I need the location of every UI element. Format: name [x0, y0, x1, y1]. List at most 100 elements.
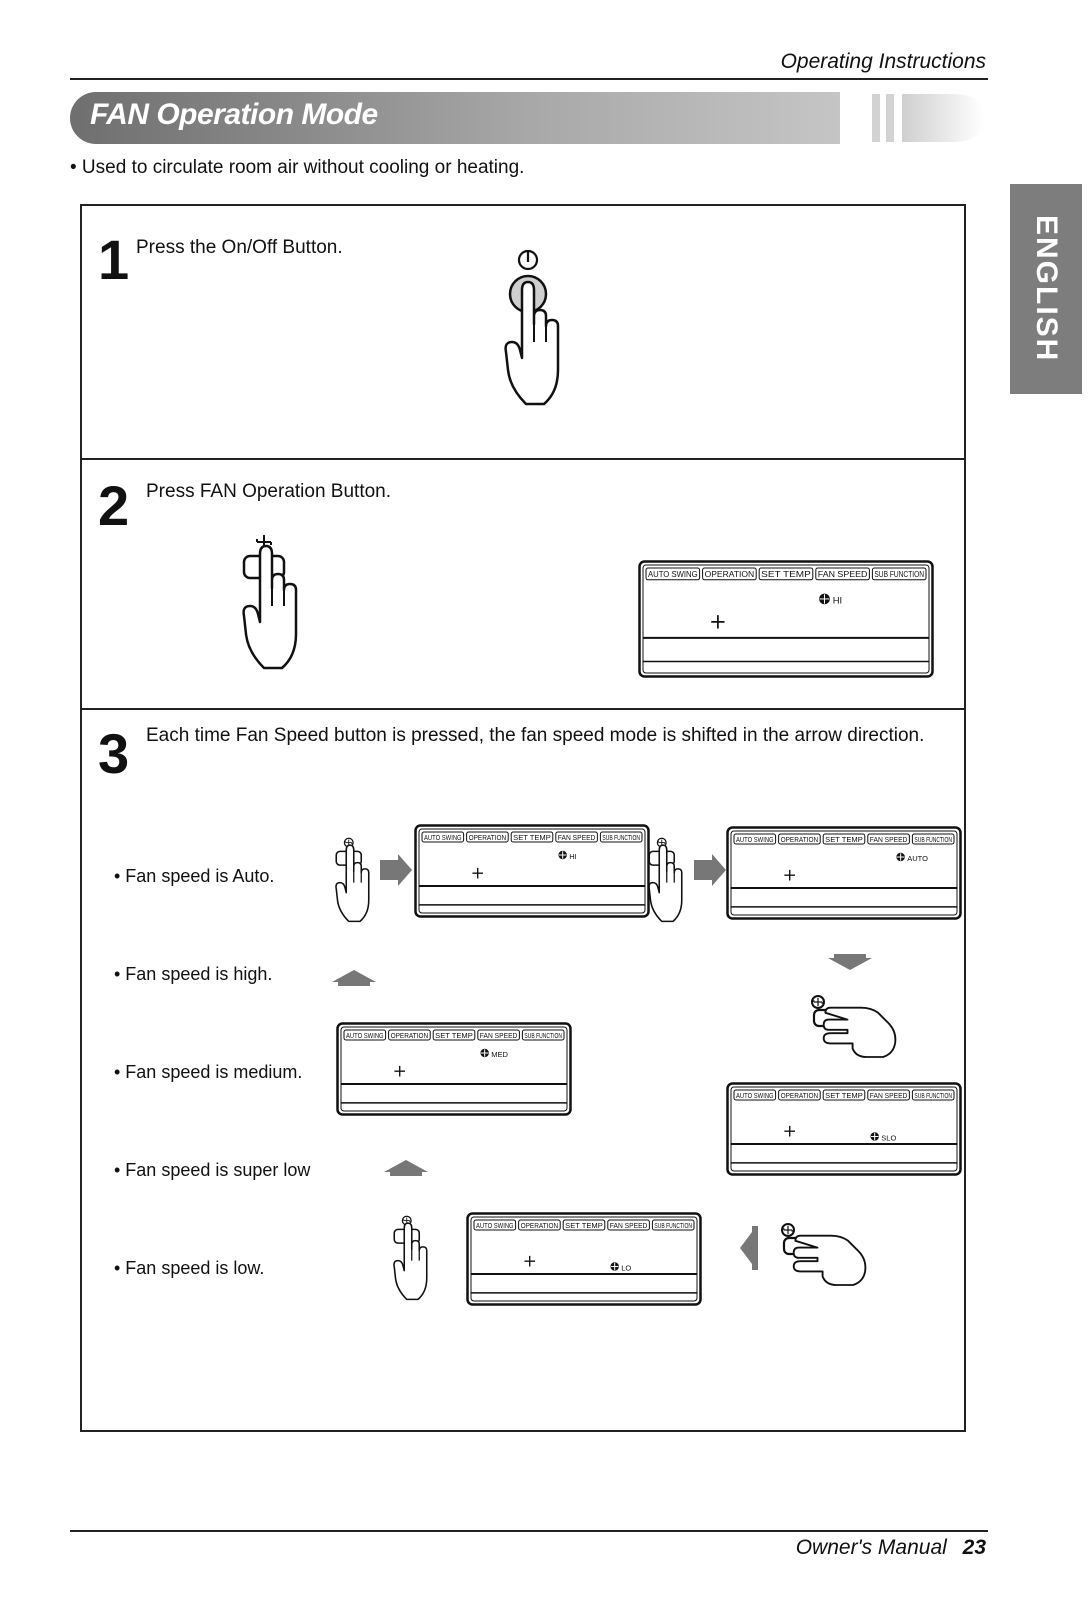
svg-text:AUTO SWING: AUTO SWING: [346, 1031, 384, 1040]
power-icon: [517, 249, 539, 271]
arrow-up-icon: [384, 1160, 428, 1176]
lcd-tab: AUTO SWING: [343, 1029, 387, 1041]
lcd-tab: OPERATION: [778, 833, 821, 845]
svg-text:OPERATION: OPERATION: [781, 1091, 819, 1100]
lcd-tab: OPERATION: [702, 567, 757, 581]
lcd-fan-speed-icon: [480, 1048, 489, 1058]
steps-box: [80, 204, 966, 1432]
lcd-tab: SET TEMP: [822, 1089, 866, 1101]
lcd-fan-mode-icon: +: [709, 609, 727, 634]
arrow-up-icon: [332, 970, 376, 986]
banner-decoration: [872, 94, 984, 142]
svg-text:FAN SPEED: FAN SPEED: [558, 833, 596, 842]
lcd-tab: OPERATION: [466, 831, 509, 843]
svg-text:AUTO SWING: AUTO SWING: [736, 835, 774, 844]
lcd-fan-speed-icon: [610, 1262, 619, 1271]
footer: Owner's Manual 23: [796, 1536, 986, 1560]
step-3-number: 3: [98, 722, 130, 785]
hand-icon: [792, 1234, 867, 1286]
svg-text:FAN SPEED: FAN SPEED: [610, 1221, 648, 1230]
lcd-tab: SUB FUNCTION: [911, 1089, 955, 1101]
svg-text:SUB FUNCTION: SUB FUNCTION: [654, 1221, 692, 1230]
lcd-fan-speed-text: HI: [833, 595, 842, 606]
fan-speed-press-3: [393, 1215, 428, 1301]
lcd-fan-speed-text: LO: [621, 1263, 631, 1272]
lcd-graphic: AUTO SWING OPERATION SET TEMP FAN SPEED SUB …: [726, 826, 962, 920]
arrow-right-icon: [694, 854, 726, 886]
fan-speed-auto-label: • Fan speed is Auto.: [114, 866, 275, 886]
fan-speed-medium-label: • Fan speed is medium.: [114, 1062, 303, 1082]
svg-text:SET TEMP: SET TEMP: [435, 1031, 473, 1040]
lcd-fan-speed-text: SLO: [881, 1133, 896, 1142]
lcd-tab: OPERATION: [518, 1219, 561, 1231]
lcd-tab: SUB FUNCTION: [599, 831, 643, 843]
arrow-left-icon: [740, 1226, 758, 1270]
lcd-tab: AUTO SWING: [645, 567, 701, 581]
lcd-tab: SUB FUNCTION: [521, 1029, 565, 1041]
lcd-graphic: AUTO SWING OPERATION SET TEMP FAN SPEED SUB …: [336, 1022, 572, 1116]
step-divider: [80, 458, 966, 460]
lcd-fan-speed-icon: [819, 593, 830, 605]
step-1-text: Press the On/Off Button.: [136, 237, 343, 258]
arrow-right-icon: [380, 854, 412, 886]
lcd-tab: SUB FUNCTION: [651, 1219, 695, 1231]
svg-text:AUTO SWING: AUTO SWING: [476, 1221, 514, 1230]
svg-text:SET TEMP: SET TEMP: [565, 1221, 603, 1230]
lcd-fan-mode-icon: +: [523, 1251, 537, 1271]
svg-text:SET TEMP: SET TEMP: [513, 833, 551, 842]
svg-text:OPERATION: OPERATION: [521, 1221, 559, 1230]
svg-text:FAN SPEED: FAN SPEED: [870, 835, 908, 844]
svg-text:AUTO SWING: AUTO SWING: [736, 1091, 774, 1100]
footer-manual: Owner's Manual: [795, 1536, 947, 1559]
svg-text:OPERATION: OPERATION: [469, 833, 507, 842]
page-number: 23: [962, 1536, 986, 1559]
svg-text:FAN SPEED: FAN SPEED: [480, 1031, 518, 1040]
page-title: FAN Operation Mode: [90, 98, 378, 131]
section-header: Operating Instructions: [780, 50, 986, 73]
svg-text:SET TEMP: SET TEMP: [825, 1091, 863, 1100]
fan-speed-press-side-2: [781, 1223, 867, 1286]
header-rule: [70, 78, 988, 80]
footer-rule: [70, 1530, 988, 1532]
fan-speed-high-label: • Fan speed is high.: [114, 964, 273, 984]
intro-text: • Used to circulate room air without coo…: [70, 157, 525, 178]
lcd-tab: SET TEMP: [758, 567, 814, 581]
lcd-graphic: AUTO SWING OPERATION SET TEMP FAN SPEED SUB …: [726, 1082, 962, 1176]
lcd-tab: FAN SPEED: [555, 831, 598, 843]
fan-speed-press-side-1: [811, 995, 897, 1058]
svg-text:SET TEMP: SET TEMP: [825, 835, 863, 844]
lcd-tab: OPERATION: [388, 1029, 431, 1041]
fan-speed-press-1: [335, 837, 370, 923]
lcd-fan-speed-icon: [558, 850, 567, 860]
lcd-tab: FAN SPEED: [607, 1219, 650, 1231]
lcd-tab: SET TEMP: [562, 1219, 606, 1231]
svg-text:SUB FUNCTION: SUB FUNCTION: [524, 1031, 562, 1040]
lcd-fan-speed-text: AUTO: [907, 854, 928, 863]
lcd-fan-mode-icon: +: [783, 865, 797, 885]
remote-display-auto: AUTO SWING OPERATION SET TEMP FAN SPEED SUB …: [726, 826, 962, 920]
svg-text:OPERATION: OPERATION: [705, 569, 755, 579]
lcd-fan-mode-icon: +: [783, 1121, 797, 1141]
lcd-tab: FAN SPEED: [867, 1089, 910, 1101]
svg-text:SUB FUNCTION: SUB FUNCTION: [914, 835, 952, 844]
lcd-graphic: AUTO SWING OPERATION SET TEMP FAN SPEED SUB …: [466, 1212, 702, 1306]
arrow-down-icon: [828, 954, 872, 970]
remote-display-slo: AUTO SWING OPERATION SET TEMP FAN SPEED SUB …: [726, 1082, 962, 1176]
fan-speed-icon: [781, 1223, 795, 1237]
svg-text:FAN SPEED: FAN SPEED: [818, 569, 868, 579]
remote-display-med: AUTO SWING OPERATION SET TEMP FAN SPEED SUB …: [336, 1022, 572, 1116]
lcd-tab: AUTO SWING: [733, 833, 777, 845]
svg-text:SUB FUNCTION: SUB FUNCTION: [914, 1091, 952, 1100]
svg-text:OPERATION: OPERATION: [781, 835, 819, 844]
svg-text:SUB FUNCTION: SUB FUNCTION: [874, 569, 924, 579]
lcd-tab: AUTO SWING: [473, 1219, 517, 1231]
lcd-tab: SUB FUNCTION: [911, 833, 955, 845]
fan-button-press-illustration: [242, 534, 298, 670]
step-1-number: 1: [98, 228, 130, 291]
step-2-text: Press FAN Operation Button.: [146, 481, 392, 502]
fan-speed-super-low-label: • Fan speed is super low: [114, 1160, 311, 1180]
